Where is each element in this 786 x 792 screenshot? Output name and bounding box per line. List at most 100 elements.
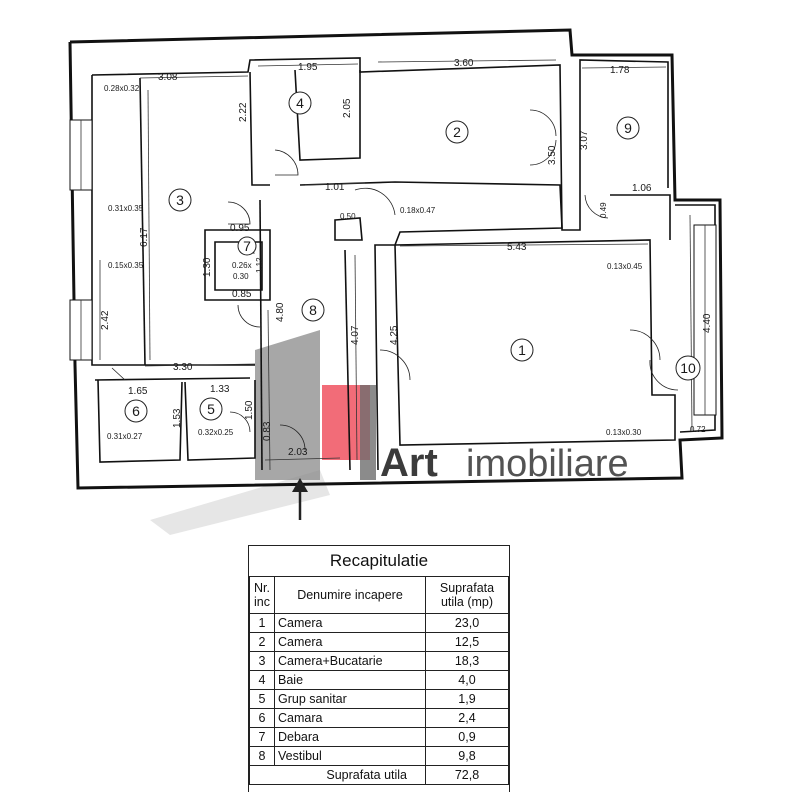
cell-name: Grup sanitar bbox=[274, 689, 426, 709]
cell-nr: 2 bbox=[249, 632, 275, 652]
cell-area: 23,0 bbox=[425, 613, 509, 633]
doors bbox=[111, 109, 679, 451]
dim-label: 1.53 bbox=[172, 408, 183, 428]
room-label-10: 10 bbox=[680, 360, 696, 376]
dim-label: 1.06 bbox=[632, 183, 652, 194]
total-row: Suprafata utila 72,8 bbox=[249, 765, 509, 785]
dim-label: 1.01 bbox=[325, 182, 345, 193]
dim-label: 4.25 bbox=[389, 325, 400, 345]
dim-label: 0.28x0.32 bbox=[104, 84, 140, 93]
room-label-1: 1 bbox=[518, 342, 526, 358]
dim-label: 4.07 bbox=[350, 325, 361, 345]
outer-walls bbox=[68, 28, 724, 490]
dimension-labels: 3.08 0.28x0.32 1.95 3.60 1.78 2.22 2.05 … bbox=[100, 58, 713, 458]
dim-label: 4.80 bbox=[275, 302, 286, 322]
total-label: Suprafata utila bbox=[249, 765, 426, 785]
dim-label: 2.03 bbox=[288, 447, 308, 458]
cell-area: 9,8 bbox=[425, 746, 509, 766]
room-label-6: 6 bbox=[132, 403, 140, 419]
dim-label: 0.95 bbox=[230, 223, 250, 234]
dim-label: 3.30 bbox=[173, 362, 193, 373]
cell-area: 4,0 bbox=[425, 670, 509, 690]
summary-header-row: Nr. inc Denumire incapere Suprafata util… bbox=[249, 576, 509, 614]
dimension-lines bbox=[99, 59, 693, 471]
dim-label: 3.60 bbox=[454, 58, 474, 69]
summary-title: Recapitulatie bbox=[329, 551, 429, 570]
dim-label: 0.15x0.35 bbox=[108, 261, 144, 270]
cell-name: Debara bbox=[274, 727, 426, 747]
dim-label: 1.50 bbox=[244, 400, 255, 420]
dim-label: 1.30 bbox=[202, 257, 213, 277]
cell-name: Camera bbox=[274, 632, 426, 652]
room-labels: 1 2 3 4 5 6 7 8 9 10 bbox=[124, 91, 701, 423]
room-label-9: 9 bbox=[624, 120, 632, 136]
dim-label: 1.65 bbox=[128, 386, 148, 397]
cell-nr: 4 bbox=[249, 670, 275, 690]
room-label-4: 4 bbox=[296, 95, 304, 111]
summary-table-panel: Recapitulatie Nr. inc Denumire incapere … bbox=[248, 545, 510, 792]
dim-label: 3.08 bbox=[158, 72, 178, 83]
room-label-2: 2 bbox=[453, 124, 461, 140]
cell-nr: 7 bbox=[249, 727, 275, 747]
room-label-8: 8 bbox=[309, 302, 317, 318]
dim-label: 2.42 bbox=[100, 310, 111, 330]
summary-table: Nr. inc Denumire incapere Suprafata util… bbox=[249, 576, 509, 785]
dim-label: 0.31x0.27 bbox=[107, 432, 143, 441]
cell-name: Camera bbox=[274, 613, 426, 633]
header-nr: Nr. inc bbox=[249, 576, 275, 614]
cell-name: Baie bbox=[274, 670, 426, 690]
dim-label: 1.12 bbox=[255, 257, 264, 273]
dim-label: 0.83 bbox=[262, 421, 273, 441]
cell-name: Vestibul bbox=[274, 746, 426, 766]
dim-label: 2.22 bbox=[238, 102, 249, 122]
dim-label: 5.43 bbox=[507, 242, 527, 253]
dim-label: 0.13x0.45 bbox=[607, 262, 643, 271]
floor-plan: 1 2 3 4 5 6 7 8 9 10 3.08 0.28x0.32 1.95… bbox=[68, 28, 724, 535]
dim-label: 0.32x0.25 bbox=[198, 428, 234, 437]
dim-label: 0.13x0.30 bbox=[606, 428, 642, 437]
dim-label: 0.18x0.47 bbox=[400, 206, 436, 215]
cell-area: 1,9 bbox=[425, 689, 509, 709]
cell-name: Camera+Bucatarie bbox=[274, 651, 426, 671]
dim-label: 2.05 bbox=[342, 98, 353, 118]
dim-label: 6.17 bbox=[139, 227, 150, 247]
room-label-3: 3 bbox=[176, 192, 184, 208]
dim-label: 3.50 bbox=[547, 145, 558, 165]
cell-nr: 1 bbox=[249, 613, 275, 633]
watermark-suffix: imobiliare bbox=[466, 443, 629, 485]
cell-nr: 3 bbox=[249, 651, 275, 671]
dim-label: 0.72 bbox=[690, 425, 706, 434]
room-label-7: 7 bbox=[243, 238, 251, 254]
dim-label: 0.31x0.35 bbox=[108, 204, 144, 213]
dim-label: 0.26x bbox=[232, 261, 252, 270]
cell-area: 2,4 bbox=[425, 708, 509, 728]
entrance-arrow-icon bbox=[292, 478, 308, 520]
cell-area: 0,9 bbox=[425, 727, 509, 747]
dim-label: 0.30 bbox=[233, 272, 249, 281]
dim-label: 3.07 bbox=[579, 130, 590, 150]
dim-label: 0.49 bbox=[599, 202, 608, 218]
dim-label: 1.95 bbox=[298, 62, 318, 73]
header-area: Suprafata utila (mp) bbox=[425, 576, 509, 614]
cell-area: 12,5 bbox=[425, 632, 509, 652]
dim-label: 1.33 bbox=[210, 384, 230, 395]
dim-label: 0.85 bbox=[232, 289, 252, 300]
cell-area: 18,3 bbox=[425, 651, 509, 671]
cell-nr: 6 bbox=[249, 708, 275, 728]
total-value: 72,8 bbox=[425, 765, 509, 785]
watermark-brand: Art bbox=[380, 441, 438, 485]
dim-label: 1.78 bbox=[610, 65, 630, 76]
dim-label: 0.50 bbox=[340, 212, 356, 221]
room-label-5: 5 bbox=[207, 401, 215, 417]
dim-label: 4.40 bbox=[702, 313, 713, 333]
cell-nr: 8 bbox=[249, 746, 275, 766]
cell-name: Camara bbox=[274, 708, 426, 728]
